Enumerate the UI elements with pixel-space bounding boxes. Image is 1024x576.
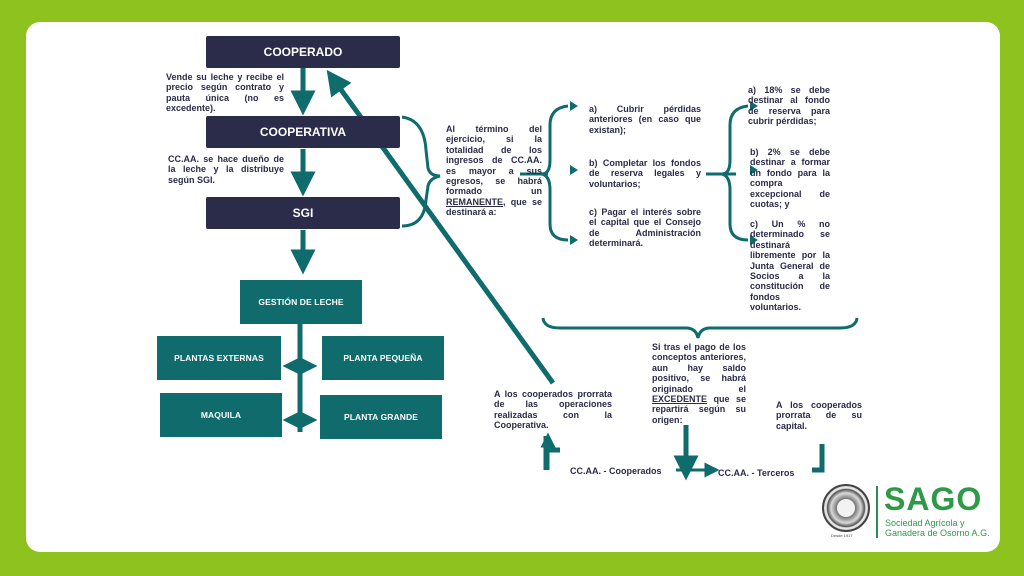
excedente-tail: que se repartirá según su origen:	[652, 394, 746, 425]
label-ccaa-cooperados: CC.AA. - Cooperados	[570, 466, 662, 476]
node-cooperado: COOPERADO	[206, 36, 400, 68]
node-cooperativa: COOPERATIVA	[206, 116, 400, 148]
node-gestion-de-leche: GESTIÓN DE LECHE	[240, 280, 362, 324]
node-maquila: MAQUILA	[160, 393, 282, 437]
note-prorrata-capital: A los cooperados prorrata de su capital.	[776, 400, 862, 431]
seal-caption: Desde 1917	[831, 533, 853, 538]
slide-card	[26, 22, 1000, 552]
sago-seal	[822, 484, 870, 532]
remanente-intro: Al término del ejercicio, si la totalida…	[446, 124, 542, 197]
note-remanente: Al término del ejercicio, si la totalida…	[446, 124, 542, 218]
node-plantas-externas: PLANTAS EXTERNAS	[157, 336, 281, 380]
remanente-tail: , que se destinará a:	[446, 196, 542, 218]
note-cooperado: Vende su leche y recibe el precio según …	[166, 72, 284, 114]
label-ccaa-terceros: CC.AA. - Terceros	[718, 468, 795, 478]
node-planta-grande: PLANTA GRANDE	[320, 395, 442, 439]
option-a: a) Cubrir pérdidas anteriores (en caso q…	[589, 104, 701, 135]
logo-divider	[876, 486, 878, 538]
sub-option-b: b) 2% se debe destinar a formar un fondo…	[750, 147, 830, 210]
excedente-keyword: EXCEDENTE	[652, 394, 708, 405]
sub-option-c: c) Un % no determinado se destinará libr…	[750, 219, 830, 313]
excedente-intro: Si tras el pago de los conceptos anterio…	[652, 342, 746, 394]
note-cooperativa: CC.AA. se hace dueño de la leche y la di…	[168, 154, 284, 185]
node-planta-pequena: PLANTA PEQUEÑA	[322, 336, 444, 380]
logo-line2: Ganadera de Osorno A.G.	[885, 528, 990, 538]
remanente-keyword: REMANENTE	[446, 196, 504, 207]
logo-name: SAGO	[884, 481, 983, 517]
logo-line1: Sociedad Agrícola y	[885, 518, 965, 528]
node-sgi: SGI	[206, 197, 400, 229]
option-c: c) Pagar el interés sobre el capital que…	[589, 207, 701, 249]
option-b: b) Completar los fondos de reserva legal…	[589, 158, 701, 189]
note-excedente: Si tras el pago de los conceptos anterio…	[652, 342, 746, 425]
sub-option-a: a) 18% se debe destinar al fondo de rese…	[748, 85, 830, 127]
note-prorrata-operaciones: A los cooperados prorrata de las operaci…	[494, 389, 612, 431]
